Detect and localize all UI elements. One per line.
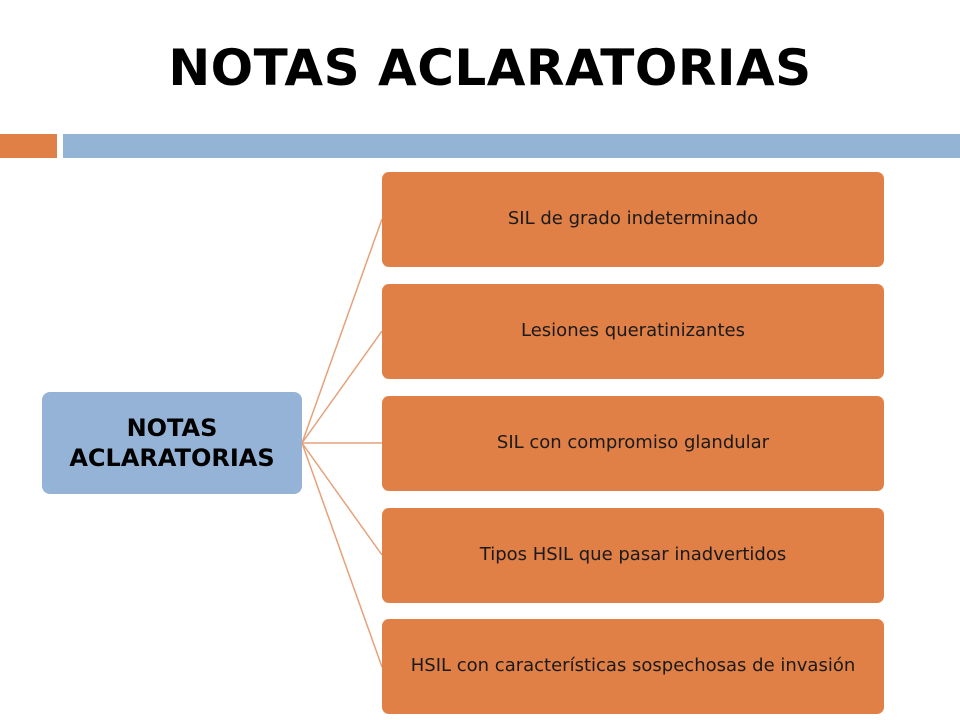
slide-title: NOTAS ACLARATORIAS [168,39,812,97]
connector-line-1 [301,218,383,444]
child-node-label: HSIL con características sospechosas de … [410,655,856,677]
child-node-1: SIL de grado indeterminado [382,172,884,267]
accent-bar-orange [0,134,57,158]
connector-line-5 [301,442,383,668]
connector-line-2 [301,330,383,444]
child-node-label: Tipos HSIL que pasar inadvertidos [479,544,787,566]
child-node-4: Tipos HSIL que pasar inadvertidos [382,508,884,603]
connector-line-4 [301,442,383,556]
child-node-5: HSIL con características sospechosas de … [382,619,884,714]
root-node: NOTAS ACLARATORIAS [42,392,302,494]
root-node-label: NOTAS ACLARATORIAS [69,414,275,472]
child-node-3: SIL con compromiso glandular [382,396,884,491]
child-node-label: Lesiones queratinizantes [521,320,745,342]
child-node-2: Lesiones queratinizantes [382,284,884,379]
child-node-label: SIL con compromiso glandular [496,432,770,454]
child-node-label: SIL de grado indeterminado [507,208,759,230]
accent-bar-blue [63,134,960,158]
